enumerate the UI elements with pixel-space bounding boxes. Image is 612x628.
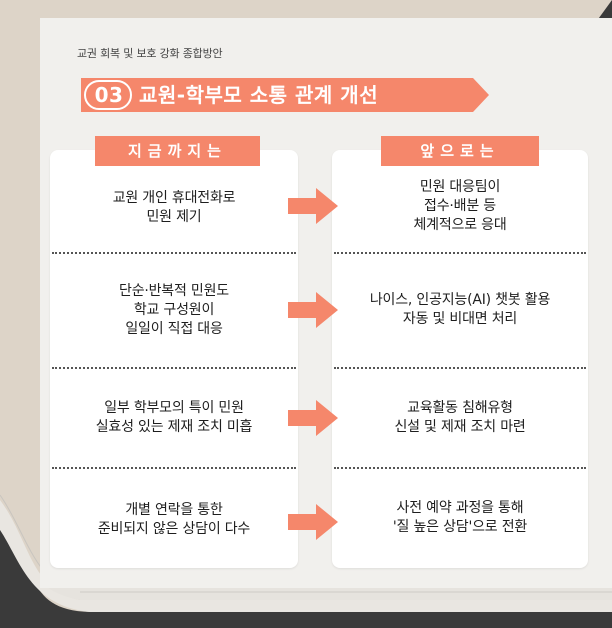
arrow-right-icon [288, 188, 338, 224]
row-divider [52, 367, 296, 369]
after-cell-4: 사전 예약 과정을 통해 '질 높은 상담'으로 전환 [392, 500, 528, 535]
row-divider [334, 252, 586, 254]
section-title: 교원-학부모 소통 관계 개선 [139, 83, 379, 107]
row-divider [52, 252, 296, 254]
after-cell-2: 나이스, 인공지능(AI) 챗봇 활용 자동 및 비대면 처리 [369, 292, 551, 327]
after-column-header: 앞으로는 [381, 136, 539, 166]
arrow-right-icon [288, 400, 338, 436]
after-card [332, 150, 588, 568]
row-divider [52, 467, 296, 469]
before-cell-4: 개별 연락을 통한 준비되지 않은 상담이 다수 [97, 502, 251, 537]
row-divider [334, 467, 586, 469]
arrow-right-icon [288, 504, 338, 540]
section-title-banner: 03 교원-학부모 소통 관계 개선 [81, 78, 489, 112]
before-cell-3: 일부 학부모의 특이 민원 실효성 있는 제재 조치 미흡 [95, 400, 253, 435]
after-cell-1: 민원 대응팀이 접수·배분 등 체계적으로 응대 [413, 178, 507, 233]
before-card [50, 150, 298, 568]
before-cell-2: 단순·반복적 민원도 학교 구성원이 일일이 직접 대응 [119, 282, 229, 337]
after-cell-3: 교육활동 침해유형 신설 및 제재 조치 마련 [394, 400, 526, 435]
section-number: 03 [94, 83, 124, 107]
row-divider [334, 367, 586, 369]
arrow-right-icon [288, 292, 338, 328]
before-cell-1: 교원 개인 휴대전화로 민원 제기 [112, 190, 236, 225]
before-column-header: 지금까지는 [95, 136, 260, 166]
document-subtitle: 교권 회복 및 보호 강화 종합방안 [77, 47, 223, 60]
